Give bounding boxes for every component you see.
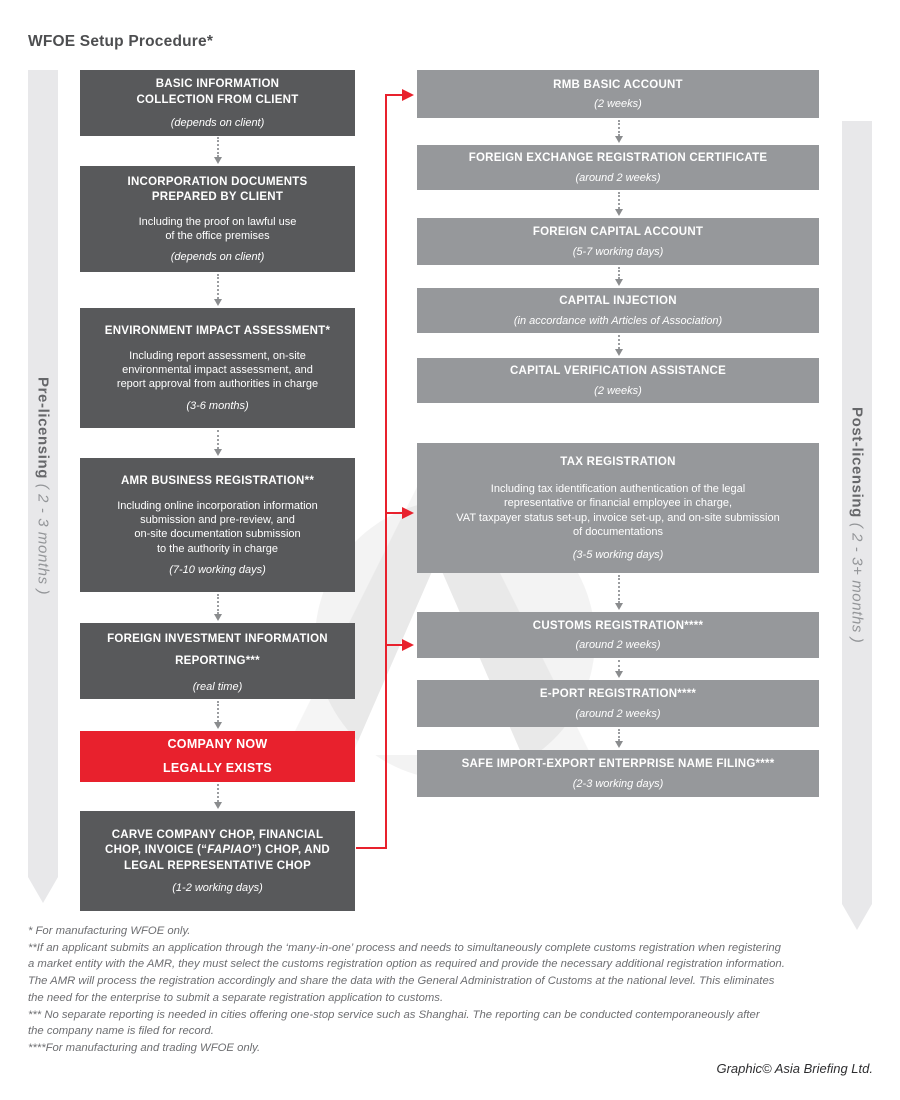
footnotes: * For manufacturing WFOE only. **If an a… — [28, 923, 873, 1057]
graphic-credit: Graphic© Asia Briefing Ltd. — [716, 1061, 873, 1076]
flow-box-fii-reporting: FOREIGN INVESTMENT INFORMATION REPORTING… — [80, 623, 355, 699]
arrowhead-right-icon — [402, 507, 414, 519]
arrowhead-down-icon — [614, 603, 623, 610]
box-description: Including online incorporation informati… — [117, 499, 318, 555]
down-arrow-connector — [212, 274, 223, 306]
footnote: *** No separate reporting is needed in c… — [28, 1008, 760, 1038]
box-duration: (3-6 months) — [186, 399, 249, 412]
box-duration: (1-2 working days) — [172, 882, 263, 895]
post-licensing-duration: ( 2 - 3+ months ) — [848, 523, 866, 644]
flow-box-forex-certificate: FOREIGN EXCHANGE REGISTRATION CERTIFICAT… — [417, 145, 819, 190]
box-duration: (real time) — [192, 680, 243, 693]
flow-box-company-chops: CARVE COMPANY CHOP, FINANCIAL CHOP, INVO… — [80, 811, 355, 911]
chop-title-part2: ”) CHOP, AND LEGAL REPRESENTATIVE CHOP — [123, 844, 330, 872]
post-licensing-title: Post-licensing — [848, 407, 866, 519]
box-title: AMR BUSINESS REGISTRATION** — [120, 475, 315, 488]
down-arrow-connector — [613, 660, 624, 678]
box-description: Including report assessment, on-site env… — [116, 349, 319, 391]
pre-licensing-duration: ( 2 - 3 months ) — [34, 484, 52, 596]
down-arrow-connector — [212, 701, 223, 729]
milestone-label: COMPANY NOW LEGALLY EXISTS — [162, 736, 273, 775]
arrowhead-down-icon — [213, 299, 222, 306]
arrowhead-right-icon — [402, 89, 414, 101]
box-description: Including the proof on lawful use of the… — [138, 215, 297, 243]
down-arrow-connector — [613, 575, 624, 610]
pre-licensing-band: Pre-licensing ( 2 - 3 months ) — [28, 70, 58, 903]
box-duration: (depends on client) — [170, 116, 265, 129]
arrowhead-down-icon — [614, 671, 623, 678]
box-duration: (3-5 working days) — [572, 549, 664, 562]
box-title: BASIC INFORMATION COLLECTION FROM CLIENT — [136, 78, 299, 106]
box-duration: (2 weeks) — [594, 98, 642, 111]
box-title: ENVIRONMENT IMPACT ASSESSMENT* — [104, 325, 331, 338]
box-title: RMB BASIC ACCOUNT — [553, 78, 683, 91]
flow-box-capital-verification: CAPITAL VERIFICATION ASSISTANCE (2 weeks… — [417, 358, 819, 403]
flow-box-customs-registration: CUSTOMS REGISTRATION**** (around 2 weeks… — [417, 612, 819, 658]
box-title: FOREIGN EXCHANGE REGISTRATION CERTIFICAT… — [468, 152, 768, 165]
box-duration: (depends on client) — [170, 251, 265, 264]
down-arrow-connector — [613, 192, 624, 216]
post-licensing-band: Post-licensing ( 2 - 3+ months ) — [842, 121, 872, 930]
box-title: E-PORT REGISTRATION**** — [539, 688, 697, 701]
arrowhead-right-icon — [402, 639, 414, 651]
down-arrow-connector — [212, 594, 223, 621]
box-title: CARVE COMPANY CHOP, FINANCIAL CHOP, INVO… — [92, 828, 343, 875]
box-title: SAFE IMPORT-EXPORT ENTERPRISE NAME FILIN… — [461, 758, 775, 771]
milestone-company-exists: COMPANY NOW LEGALLY EXISTS — [80, 731, 355, 782]
down-arrow-connector — [212, 137, 223, 164]
flow-box-tax-registration: TAX REGISTRATION Including tax identific… — [417, 443, 819, 573]
box-duration: (in accordance with Articles of Associat… — [513, 314, 723, 327]
footnote: ****For manufacturing and trading WFOE o… — [28, 1042, 261, 1055]
down-arrow-connector — [613, 267, 624, 286]
arrowhead-down-icon — [614, 741, 623, 748]
arrowhead-down-icon — [213, 614, 222, 621]
down-arrow-connector — [212, 430, 223, 456]
flow-box-rmb-basic-account: RMB BASIC ACCOUNT (2 weeks) — [417, 70, 819, 118]
arrowhead-down-icon — [614, 209, 623, 216]
flow-box-environment-impact: ENVIRONMENT IMPACT ASSESSMENT* Including… — [80, 308, 355, 428]
box-description: Including tax identification authenticat… — [456, 483, 780, 539]
arrowhead-down-icon — [614, 136, 623, 143]
chop-title-part1: CARVE COMPANY CHOP, FINANCIAL CHOP, INVO… — [105, 828, 324, 857]
flow-box-amr-registration: AMR BUSINESS REGISTRATION** Including on… — [80, 458, 355, 592]
arrowhead-down-icon — [213, 722, 222, 729]
box-duration: (around 2 weeks) — [575, 171, 661, 184]
arrowhead-down-icon — [614, 279, 623, 286]
box-title: FOREIGN INVESTMENT INFORMATION REPORTING… — [107, 633, 328, 667]
post-licensing-label: Post-licensing ( 2 - 3+ months ) — [849, 407, 866, 643]
page-title: WFOE Setup Procedure* — [28, 33, 214, 50]
box-title: CUSTOMS REGISTRATION**** — [532, 619, 704, 632]
down-arrow-connector — [613, 120, 624, 143]
box-duration: (5-7 working days) — [572, 245, 664, 258]
box-duration: (around 2 weeks) — [575, 639, 661, 652]
arrowhead-down-icon — [614, 349, 623, 356]
pre-licensing-title: Pre-licensing — [34, 377, 52, 480]
box-duration: (2 weeks) — [594, 384, 642, 397]
arrowhead-down-icon — [213, 802, 222, 809]
down-arrow-connector — [613, 729, 624, 748]
box-title: TAX REGISTRATION — [560, 455, 676, 468]
box-duration: (2-3 working days) — [572, 777, 664, 790]
box-title: INCORPORATION DOCUMENTS PREPARED BY CLIE… — [127, 175, 308, 204]
box-title: FOREIGN CAPITAL ACCOUNT — [532, 226, 704, 239]
pre-licensing-label: Pre-licensing ( 2 - 3 months ) — [35, 377, 52, 595]
arrowhead-down-icon — [213, 157, 222, 164]
flow-box-basic-information: BASIC INFORMATION COLLECTION FROM CLIENT… — [80, 70, 355, 136]
down-arrow-connector — [613, 335, 624, 356]
flow-box-foreign-capital-account: FOREIGN CAPITAL ACCOUNT (5-7 working day… — [417, 218, 819, 265]
footnote: * For manufacturing WFOE only. — [28, 925, 191, 937]
flow-box-safe-filing: SAFE IMPORT-EXPORT ENTERPRISE NAME FILIN… — [417, 750, 819, 797]
box-duration: (7-10 working days) — [169, 563, 266, 576]
box-duration: (around 2 weeks) — [575, 707, 661, 720]
flow-box-capital-injection: CAPITAL INJECTION (in accordance with Ar… — [417, 288, 819, 333]
footnote: **If an applicant submits an application… — [28, 941, 785, 1004]
arrowhead-down-icon — [213, 449, 222, 456]
box-title: CAPITAL VERIFICATION ASSISTANCE — [509, 365, 727, 378]
flow-box-incorporation-documents: INCORPORATION DOCUMENTS PREPARED BY CLIE… — [80, 166, 355, 272]
box-title: CAPITAL INJECTION — [559, 295, 677, 308]
down-arrow-connector — [212, 784, 223, 809]
chop-title-fapiao: FAPIAO — [207, 844, 252, 857]
flow-box-eport-registration: E-PORT REGISTRATION**** (around 2 weeks) — [417, 680, 819, 727]
